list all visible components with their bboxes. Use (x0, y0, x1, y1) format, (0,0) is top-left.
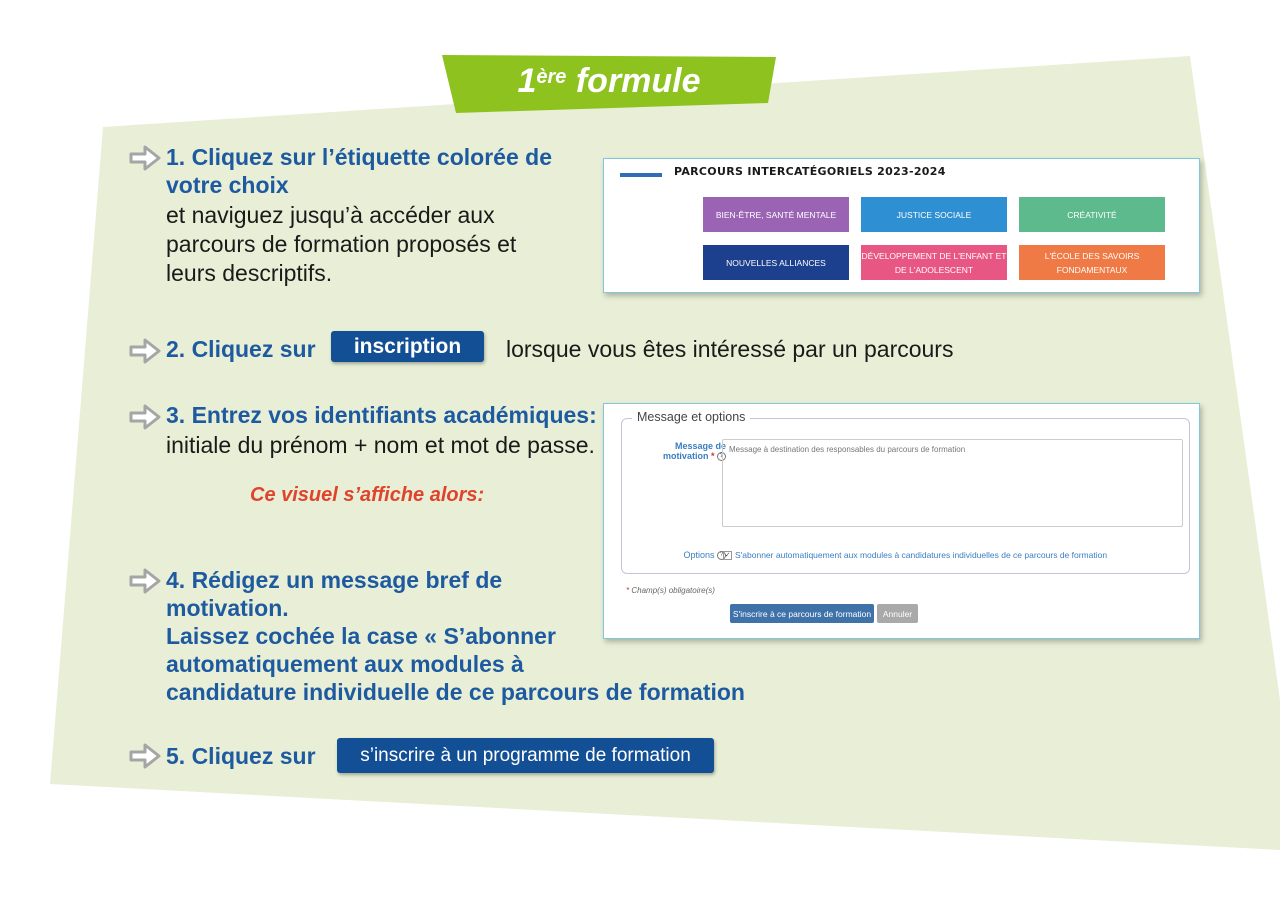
tag-bien-etre[interactable]: BIEN-ÊTRE, SANTÉ MENTALE (703, 197, 849, 232)
banner-title: 1ère formule (517, 62, 701, 100)
tag-nouvelles-alliances[interactable]: NOUVELLES ALLIANCES (703, 245, 849, 280)
category-tags-screenshot: PARCOURS INTERCATÉGORIELS 2023-2024 BIEN… (603, 158, 1200, 293)
arrow-icon (129, 568, 161, 594)
register-program-button[interactable]: s’inscrire à un programme de formation (337, 738, 714, 773)
screenshot-title: PARCOURS INTERCATÉGORIELS 2023-2024 (674, 165, 946, 178)
step3-body: initiale du prénom + nom et mot de passe… (166, 432, 595, 458)
step5-prefix: 5. Cliquez sur (166, 743, 316, 769)
arrow-icon (129, 145, 161, 171)
motivation-textarea[interactable]: Message à destination des responsables d… (722, 439, 1183, 527)
banner-ribbon (442, 55, 776, 113)
submit-button[interactable]: S'inscrire à ce parcours de formation (730, 604, 874, 623)
step1-body-line2: parcours de formation proposés et (166, 231, 517, 257)
step4-line3: Laissez cochée la case « S’abonner (166, 623, 556, 649)
subscribe-checkbox-label: S'abonner automatiquement aux modules à … (735, 550, 1108, 560)
tag-justice-sociale[interactable]: JUSTICE SOCIALE (861, 197, 1007, 232)
help-icon[interactable]: ? (717, 551, 726, 561)
step2-suffix: lorsque vous êtes intéressé par un parco… (506, 336, 954, 362)
message-options-screenshot: Message et options Message de motivation… (603, 403, 1200, 639)
arrow-icon (129, 338, 161, 364)
step4-line4: automatiquement aux modules à (166, 651, 524, 677)
title-accent-bar (620, 173, 662, 177)
inscription-button[interactable]: inscription (331, 331, 484, 362)
options-label: Options ? (642, 550, 726, 561)
cancel-button[interactable]: Annuler (877, 604, 918, 623)
step4-line2: motivation. (166, 595, 289, 621)
tag-creativite[interactable]: CRÉATIVITÉ (1019, 197, 1165, 232)
step1-body-line3: leurs descriptifs. (166, 260, 333, 286)
step4-line5: candidature individuelle de ce parcours … (166, 679, 745, 705)
options-fieldset: Message et options Message de motivation… (621, 410, 1190, 574)
help-icon[interactable]: ? (717, 452, 726, 462)
step1-title-line2: votre choix (166, 172, 289, 198)
tag-ecole-savoirs[interactable]: L'ÉCOLE DES SAVOIRS FONDAMENTAUX (1019, 245, 1165, 280)
step4-line1: 4. Rédigez un message bref de (166, 567, 503, 593)
tag-developpement-enfant[interactable]: DÉVELOPPEMENT DE L'ENFANT ET DE L'ADOLES… (861, 245, 1007, 280)
required-note: * Champ(s) obligatoire(s) (626, 586, 715, 595)
step1-body-line1: et naviguez jusqu’à accéder aux (166, 202, 495, 228)
subscribe-checkbox[interactable]: ✓ (723, 551, 732, 560)
step2-prefix: 2. Cliquez sur (166, 336, 316, 362)
step3-title: 3. Entrez vos identifiants académiques: (166, 402, 597, 428)
arrow-icon (129, 743, 161, 769)
fieldset-legend: Message et options (632, 410, 751, 424)
arrow-icon (129, 404, 161, 430)
step1-title-line1: 1. Cliquez sur l’étiquette colorée de (166, 144, 552, 170)
step3-note: Ce visuel s’affiche alors: (250, 484, 485, 506)
motivation-label: Message de motivation * ? (662, 441, 726, 462)
